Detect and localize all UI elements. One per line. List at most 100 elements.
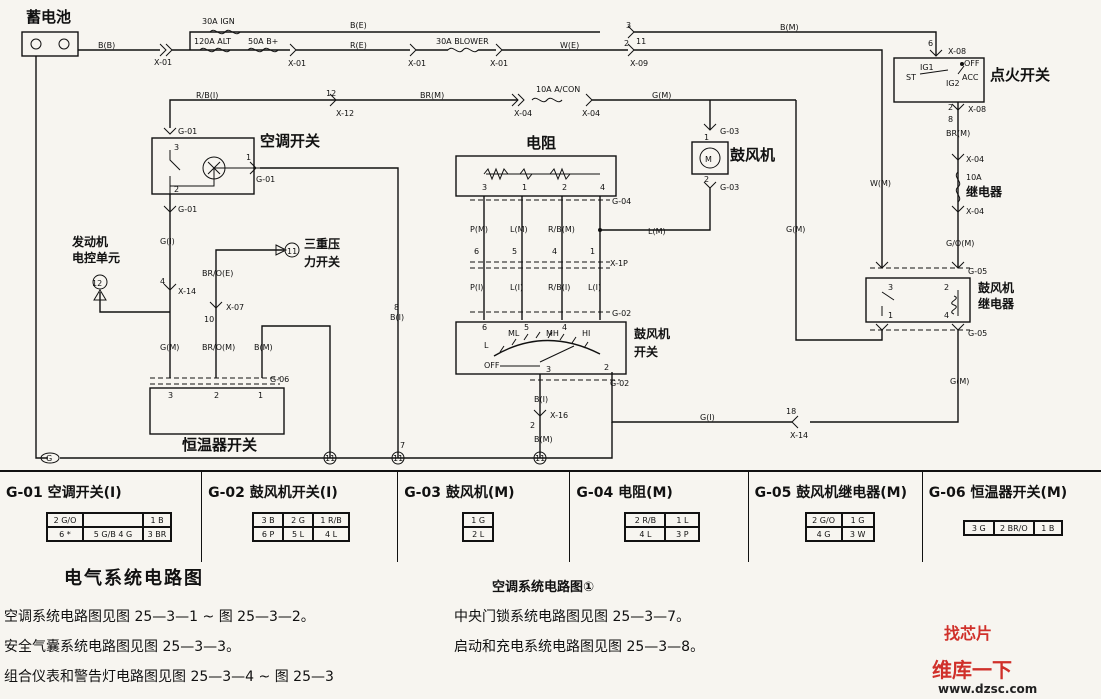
wire-rbi-label: R/B(I) <box>196 91 218 100</box>
x07-pin-10: 10 <box>204 315 214 324</box>
conn-x12 <box>329 93 337 107</box>
conn-g06-label: G-06 <box>270 375 289 384</box>
blower-motor-label: 鼓风机 <box>730 146 775 164</box>
blower-switch-label-1: 鼓风机 <box>634 326 670 341</box>
ground-point-g-label: G <box>46 454 52 463</box>
fuse-alt-label: 120A ALT <box>194 37 231 46</box>
wire-gm-ther-label: G(M) <box>160 343 179 352</box>
conn-x01-b-label: X-01 <box>288 59 306 68</box>
wire-relay-gm-bottom <box>810 330 959 423</box>
conn-g01-top-label: G-01 <box>178 127 197 136</box>
conn-x08-b-label: X-08 <box>968 105 986 114</box>
ignition-contacts <box>919 65 965 75</box>
connector-diagram: 2 G/O 1 B 6 * 5 G/B 4 G 3 BR <box>46 512 172 542</box>
conn-g05-bottom <box>875 323 965 331</box>
pin-8-ac-label: 8 <box>394 303 399 312</box>
wire-pi-label: P(I) <box>470 283 483 292</box>
fuse-bplus <box>247 47 279 53</box>
conn-x12-label: X-12 <box>336 109 354 118</box>
thermostat-label: 恒温器开关 <box>182 436 257 454</box>
resistor-label: 电阻 <box>526 134 556 152</box>
conn-x14-a <box>163 283 177 291</box>
ecu-label-2: 电控单元 <box>72 250 120 265</box>
fuse-acon-label: 10A A/CON <box>536 85 580 94</box>
x1p-pin-5: 5 <box>512 247 517 256</box>
wire-bm-bottom-label: B(M) <box>534 435 553 444</box>
pin-2-x08-label: 2 <box>948 103 953 112</box>
wire-broe <box>215 249 284 378</box>
wire-broe-label: BR/O(E) <box>202 269 233 278</box>
blower-relay-label-2: 继电器 <box>978 296 1015 311</box>
conn-x04-c-label: X-04 <box>514 109 532 118</box>
ecu-arrow <box>93 289 107 301</box>
ground-point-g <box>40 452 60 464</box>
relay-contacts <box>881 290 959 316</box>
ign-st-label: ST <box>906 73 916 82</box>
bsw-off-label: OFF <box>484 361 500 370</box>
wire-lm <box>600 188 711 231</box>
connector-title: G-05 鼓风机继电器(M) <box>754 485 907 501</box>
conn-x04-d <box>585 93 593 107</box>
wire-gm-relay-label: G(M) <box>950 377 969 386</box>
conn-g05-bottom-label: G-05 <box>968 329 987 338</box>
connector-diagram: 1 G 2 L <box>462 512 495 542</box>
wire-rbm-label: R/B(M) <box>548 225 575 234</box>
wire-rbi <box>169 99 518 128</box>
conn-x14-a-label: X-14 <box>178 287 196 296</box>
triple-pressure-arrow <box>275 244 288 256</box>
ignition-switch-box <box>893 57 985 103</box>
bsw-pin-4: 4 <box>562 323 567 332</box>
connector-view-g05: G-05 鼓风机继电器(M) 2 G/O 1 G 4 G 3 W <box>749 472 923 562</box>
note-left-3: 组合仪表和警告灯电路图见图 25—3—4 ~ 图 25—3 <box>4 669 334 685</box>
wire-gom-label: G/O(M) <box>946 239 974 248</box>
conn-g05-top <box>875 261 965 269</box>
blower-pin-2: 2 <box>704 175 709 184</box>
conn-x04-b <box>951 205 965 213</box>
res-pin-2: 2 <box>562 183 567 192</box>
connector-title: G-06 恒温器开关(M) <box>928 485 1068 501</box>
ignition-switch-label: 点火开关 <box>990 66 1050 84</box>
conn-x09-label: X-09 <box>630 59 648 68</box>
fuse-blower <box>447 47 479 53</box>
relay-coil <box>951 295 957 315</box>
blower-switch-box <box>455 321 627 375</box>
battery-positive-terminal <box>58 38 70 50</box>
connector-diagram: 2 R/B 1 L 4 L 3 P <box>624 512 701 542</box>
watermark-brand: 维库一下 <box>932 658 1012 682</box>
bsw-hi-label: HI <box>582 329 590 338</box>
pin-8-label: 8 <box>948 115 953 124</box>
conn-x01-a-label: X-01 <box>154 58 172 67</box>
connector-view-g02: G-02 鼓风机开关(I) 3 B 2 G 1 R/B 6 P 5 L 4 L <box>202 472 399 562</box>
blower-motor-box <box>691 141 729 175</box>
blower-relay-label-1: 鼓风机 <box>978 280 1014 295</box>
wire-bm-ther-label: B(M) <box>254 343 273 352</box>
note-right-2: 启动和充电系统电路图见图 25—3—8。 <box>454 639 705 655</box>
battery-ground-wire <box>35 56 48 459</box>
wiring-schematic: 蓄电池 G B(B) X-01 30A IGN B(E) 120A ALT 50… <box>21 8 1050 465</box>
conn-g02-top-label: G-02 <box>612 309 631 318</box>
x14-pin-4: 4 <box>160 277 165 286</box>
bsw-mh-label: MH <box>546 329 559 338</box>
blower-pin-1: 1 <box>704 133 709 142</box>
resistor-box <box>455 155 617 197</box>
battery-negative-terminal <box>30 38 42 50</box>
wire-gi-bottom-label: G(I) <box>700 413 715 422</box>
ecu-label-1: 发动机 <box>71 234 108 249</box>
ground-bus <box>60 422 613 459</box>
connector-title: G-02 鼓风机开关(I) <box>208 485 338 501</box>
conn-x1p-label: X-1P <box>610 259 628 268</box>
note-left-1: 空调系统电路图见图 25—3—1 ~ 图 25—3—2。 <box>4 609 315 625</box>
wire-bm-top-label: B(M) <box>780 23 799 32</box>
wire-bi-blower-label: B(I) <box>534 395 548 404</box>
conn-g01-top <box>163 127 177 135</box>
fuse-bus-wires <box>172 31 600 51</box>
thermostat-box <box>149 387 285 435</box>
ac-switch-label: 空调开关 <box>260 132 320 150</box>
ac-switch-lamp <box>202 156 226 180</box>
res-pin-3: 3 <box>482 183 487 192</box>
conn-x14-b-label: X-14 <box>790 431 808 440</box>
wire-li2-label: L(I) <box>588 283 601 292</box>
wire-we-label: W(E) <box>560 41 579 50</box>
resistor-switch-wires <box>483 196 601 320</box>
wire-gm-vert-label: G(M) <box>786 225 805 234</box>
